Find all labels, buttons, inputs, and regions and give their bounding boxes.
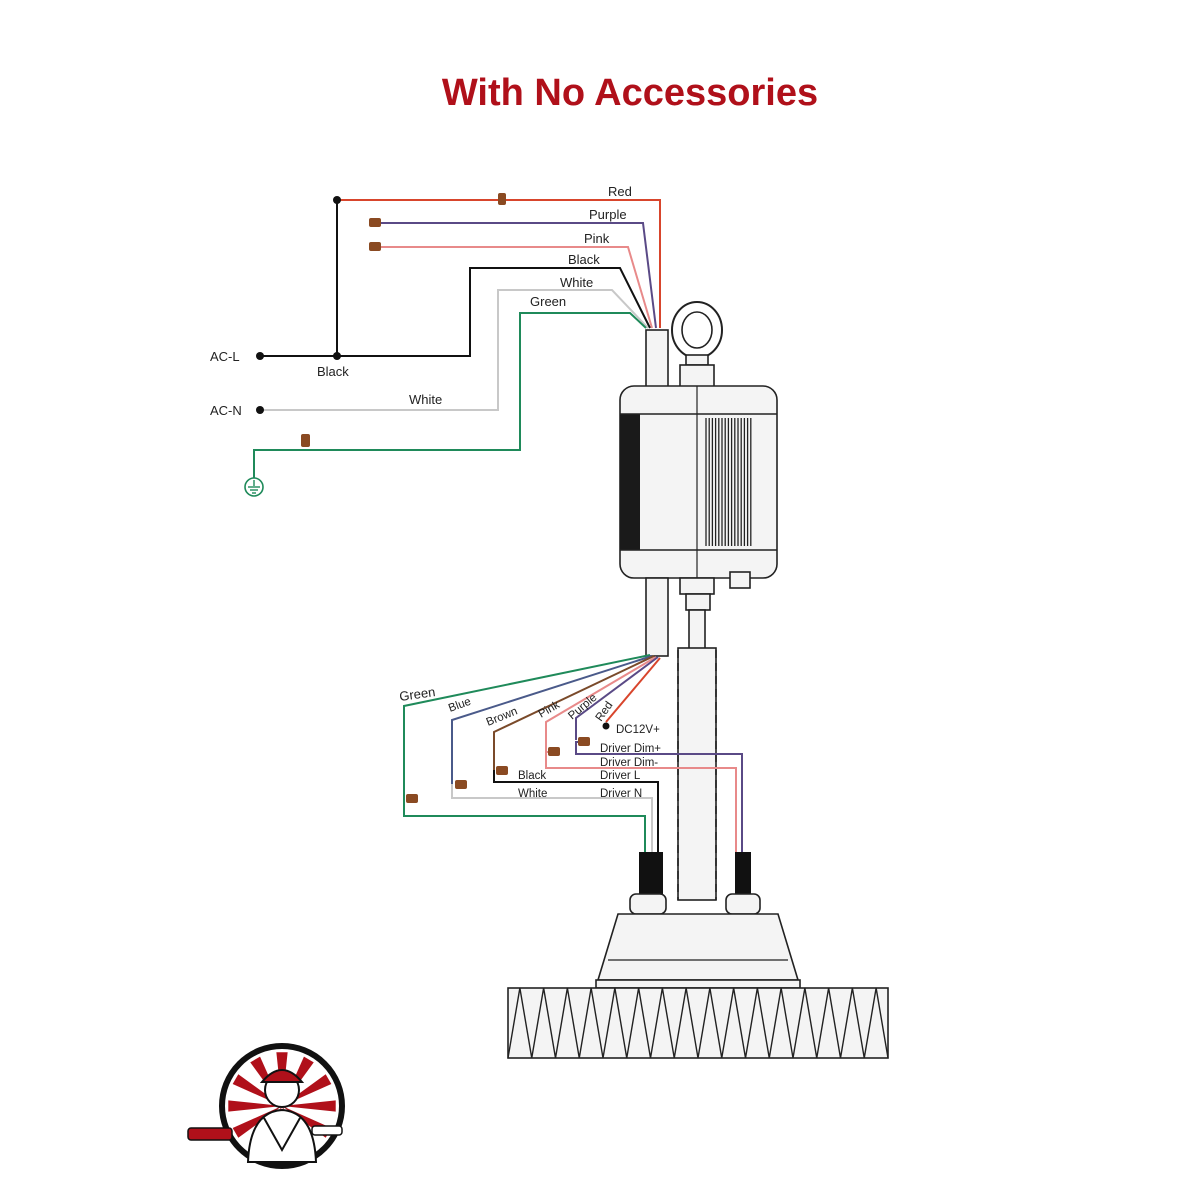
label-white: White — [560, 275, 593, 290]
wire-purple — [380, 222, 657, 329]
wire-nut-icon — [455, 780, 467, 789]
sensor-housing — [619, 385, 778, 611]
label-ac-n: AC-N — [210, 403, 242, 418]
wire-nut-icon — [578, 737, 590, 746]
wire-green — [306, 312, 647, 451]
wire-nut-icon — [301, 434, 310, 447]
wire-blue — [451, 655, 653, 784]
label-ac-l: AC-L — [210, 349, 240, 364]
wire-brown — [493, 655, 655, 770]
fixture-device — [507, 301, 889, 1059]
label-purple: Purple — [589, 207, 627, 222]
wire-driver-l — [493, 770, 659, 852]
label-driver-l: Driver L — [600, 770, 641, 782]
wire-nut-icon — [496, 766, 508, 775]
hanging-hook-icon — [671, 301, 723, 388]
wire-pink-bottom — [545, 656, 657, 752]
label-dim-minus: Driver Dim- — [600, 757, 658, 769]
label-green-bottom: Green — [398, 684, 436, 704]
bottom-wiring: Green Blue Brown Pink Purple Red DC12V+ … — [398, 654, 743, 852]
label-green: Green — [530, 294, 566, 309]
wire-nut-icon — [369, 242, 381, 251]
label-supply-black: Black — [317, 364, 349, 379]
label-pink: Pink — [584, 231, 610, 246]
ground-icon — [244, 477, 264, 497]
wire-green-bottom — [403, 654, 651, 852]
top-wiring: Red Purple Pink Black White Green AC-L A… — [210, 184, 661, 497]
wire-black — [260, 267, 651, 357]
label-blue: Blue — [447, 696, 473, 715]
wire-white — [260, 289, 649, 411]
wire-nut-icon — [498, 193, 506, 205]
wire-purple-bottom — [575, 656, 659, 740]
wire-pink — [380, 246, 653, 329]
lamp-head — [507, 987, 889, 1059]
wire-red — [337, 199, 661, 328]
wire-nut-icon — [369, 218, 381, 227]
shaft — [677, 647, 717, 901]
label-dim-plus: Driver Dim+ — [600, 743, 661, 755]
label-supply-white: White — [409, 392, 442, 407]
wire-nut-icon — [548, 747, 560, 756]
right-cable-gland — [735, 852, 751, 896]
left-cable-gland — [639, 852, 663, 896]
label-black-bottom: Black — [518, 770, 546, 782]
upper-conduit — [645, 329, 669, 391]
label-red: Red — [608, 184, 632, 199]
label-driver-n: Driver N — [600, 788, 642, 800]
label-black: Black — [568, 252, 600, 267]
wire-ground — [253, 449, 306, 478]
electrician-mascot-logo — [187, 1043, 345, 1169]
page-title: With No Accessories — [441, 72, 819, 114]
wire-red-bottom — [605, 657, 661, 723]
logo-ray — [228, 1100, 282, 1112]
label-white-bottom: White — [518, 788, 547, 800]
driver-box — [595, 913, 801, 989]
label-dc12v: DC12V+ — [616, 724, 660, 736]
lower-conduit — [645, 577, 669, 657]
wire-nut-icon — [406, 794, 418, 803]
wire-driver-n — [451, 784, 653, 852]
logo-ray — [282, 1100, 336, 1112]
